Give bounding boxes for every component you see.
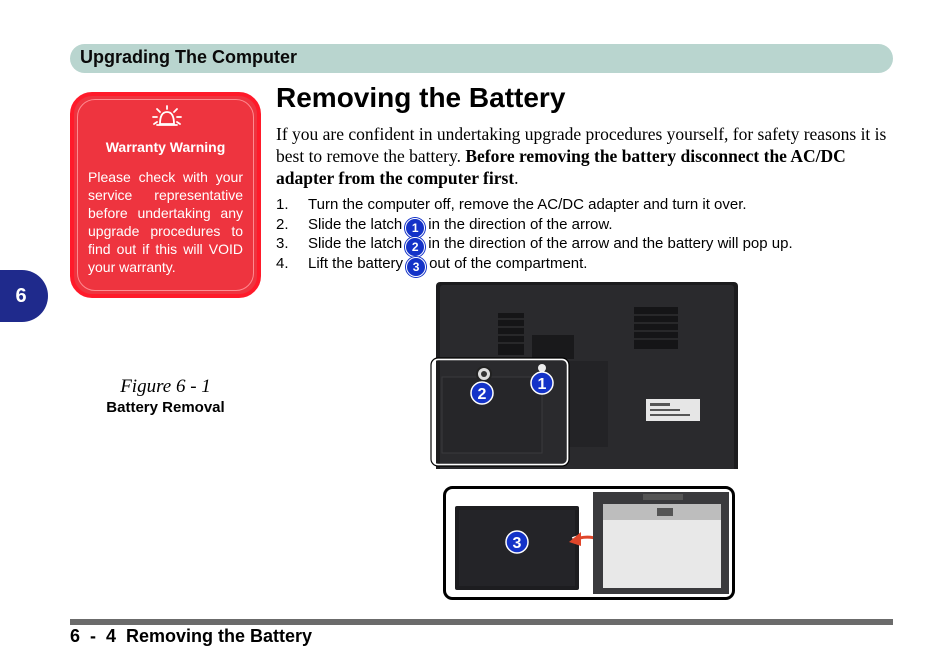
step-text-before: Lift the battery [308, 254, 404, 272]
step-number: 1. [276, 196, 289, 213]
callout-1-label: 1 [538, 376, 547, 393]
chapter-number: 6 [15, 284, 27, 307]
step-text-before: Slide the latch [308, 215, 403, 233]
page-title: Removing the Battery [276, 82, 566, 113]
callout-2-label: 2 [478, 386, 487, 403]
alarm-bell-icon [152, 105, 182, 126]
intro-paragraph: If you are confident in undertaking upgr… [276, 123, 894, 189]
step-text-before: Slide the latch [308, 235, 403, 252]
steps-list: 1. Turn the computer off, remove the AC/… [276, 195, 896, 277]
section-title: Upgrading The Computer [80, 47, 297, 67]
step-number: 4. [276, 254, 289, 272]
intro-end: . [514, 168, 519, 188]
figure-title: Battery Removal [106, 399, 225, 416]
warranty-warning-box: Warranty Warning Please check with your … [70, 92, 261, 298]
callout-3-label: 3 [513, 535, 522, 552]
battery-removal-photo: 3 [443, 486, 735, 600]
chapter-tab[interactable]: 6 [0, 270, 48, 322]
warning-inner-border [77, 99, 254, 291]
step-number: 3. [276, 235, 289, 252]
laptop-bottom-photo: 1 2 [430, 282, 738, 469]
step-number: 2. [276, 215, 289, 233]
figure-label: Figure 6 - 1 [120, 376, 211, 397]
step-text-after: out of the compartment. [429, 254, 588, 272]
intro-plain-text: If you are confident in undertaking upgr… [276, 124, 887, 166]
figure-caption: Figure 6 - 1 Battery Removal [70, 376, 261, 416]
intro-bold-text: Before removing the battery disconnect t… [276, 146, 846, 188]
warning-text: Please check with your service represent… [88, 169, 243, 275]
step-text-after: in the direction of the arrow. [428, 215, 613, 233]
warning-title: Warranty Warning [105, 139, 226, 155]
step-text-after: in the direction of the arrow and the ba… [428, 235, 793, 252]
section-header-bar: Upgrading The Computer [70, 44, 893, 73]
list-item: 1. Turn the computer off, remove the AC/… [276, 195, 896, 215]
footer-rule [70, 619, 893, 625]
step-text: Turn the computer off, remove the AC/DC … [308, 196, 747, 213]
page-footer: 6 - 4 Removing the Battery [70, 626, 313, 646]
callout-badge: 3 [406, 256, 427, 277]
